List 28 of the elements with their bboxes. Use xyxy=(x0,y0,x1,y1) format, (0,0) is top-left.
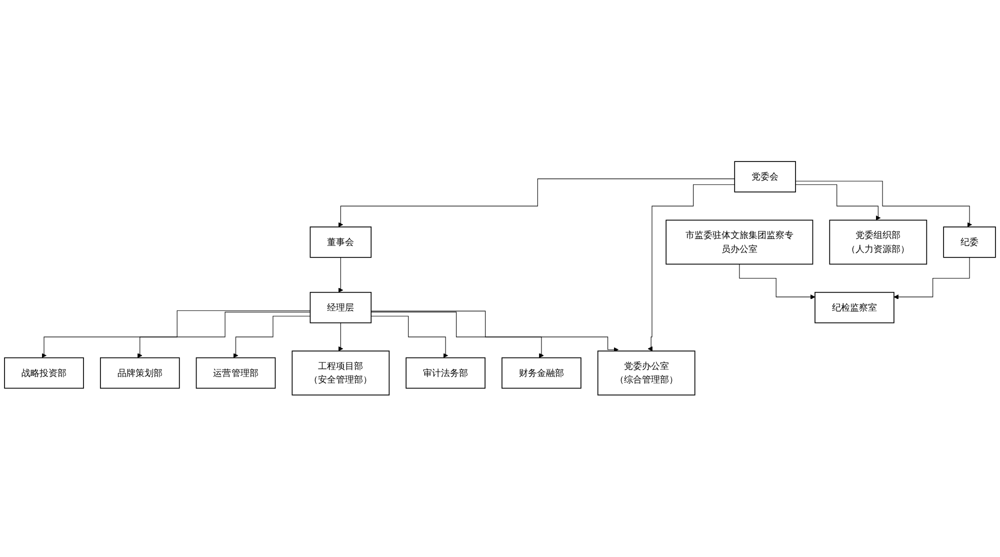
arrow xyxy=(338,322,344,352)
node-box: 党委组织部 （人力资源部） xyxy=(829,220,928,265)
arrow xyxy=(370,310,619,352)
arrow xyxy=(42,310,310,358)
arrow xyxy=(338,178,735,228)
arrow xyxy=(233,316,310,358)
arrow xyxy=(648,184,735,352)
arrow xyxy=(370,312,544,358)
arrow xyxy=(894,257,970,300)
arrow xyxy=(338,257,344,293)
node-box: 财务金融部 xyxy=(502,358,582,389)
arrow xyxy=(739,264,816,300)
node-box: 纪检监察室 xyxy=(814,292,894,324)
arrow xyxy=(137,312,310,358)
node-box: 党委会 xyxy=(734,161,796,193)
node-box: 工程项目部 （安全管理部） xyxy=(292,350,390,396)
node-box: 纪委 xyxy=(943,226,996,258)
arrow xyxy=(795,181,972,228)
node-box: 市监委驻体文旅集团监察专员办公室 xyxy=(666,220,814,265)
node-box: 经理层 xyxy=(310,292,372,324)
arrow xyxy=(795,184,881,221)
node-box: 党委办公室 （综合管理部） xyxy=(597,350,696,396)
node-box: 审计法务部 xyxy=(406,358,486,389)
node-box: 董事会 xyxy=(310,226,372,258)
arrow xyxy=(370,316,448,358)
node-box: 运营管理部 xyxy=(196,358,276,389)
node-box: 战略投资部 xyxy=(4,358,84,389)
node-box: 品牌策划部 xyxy=(100,358,180,389)
